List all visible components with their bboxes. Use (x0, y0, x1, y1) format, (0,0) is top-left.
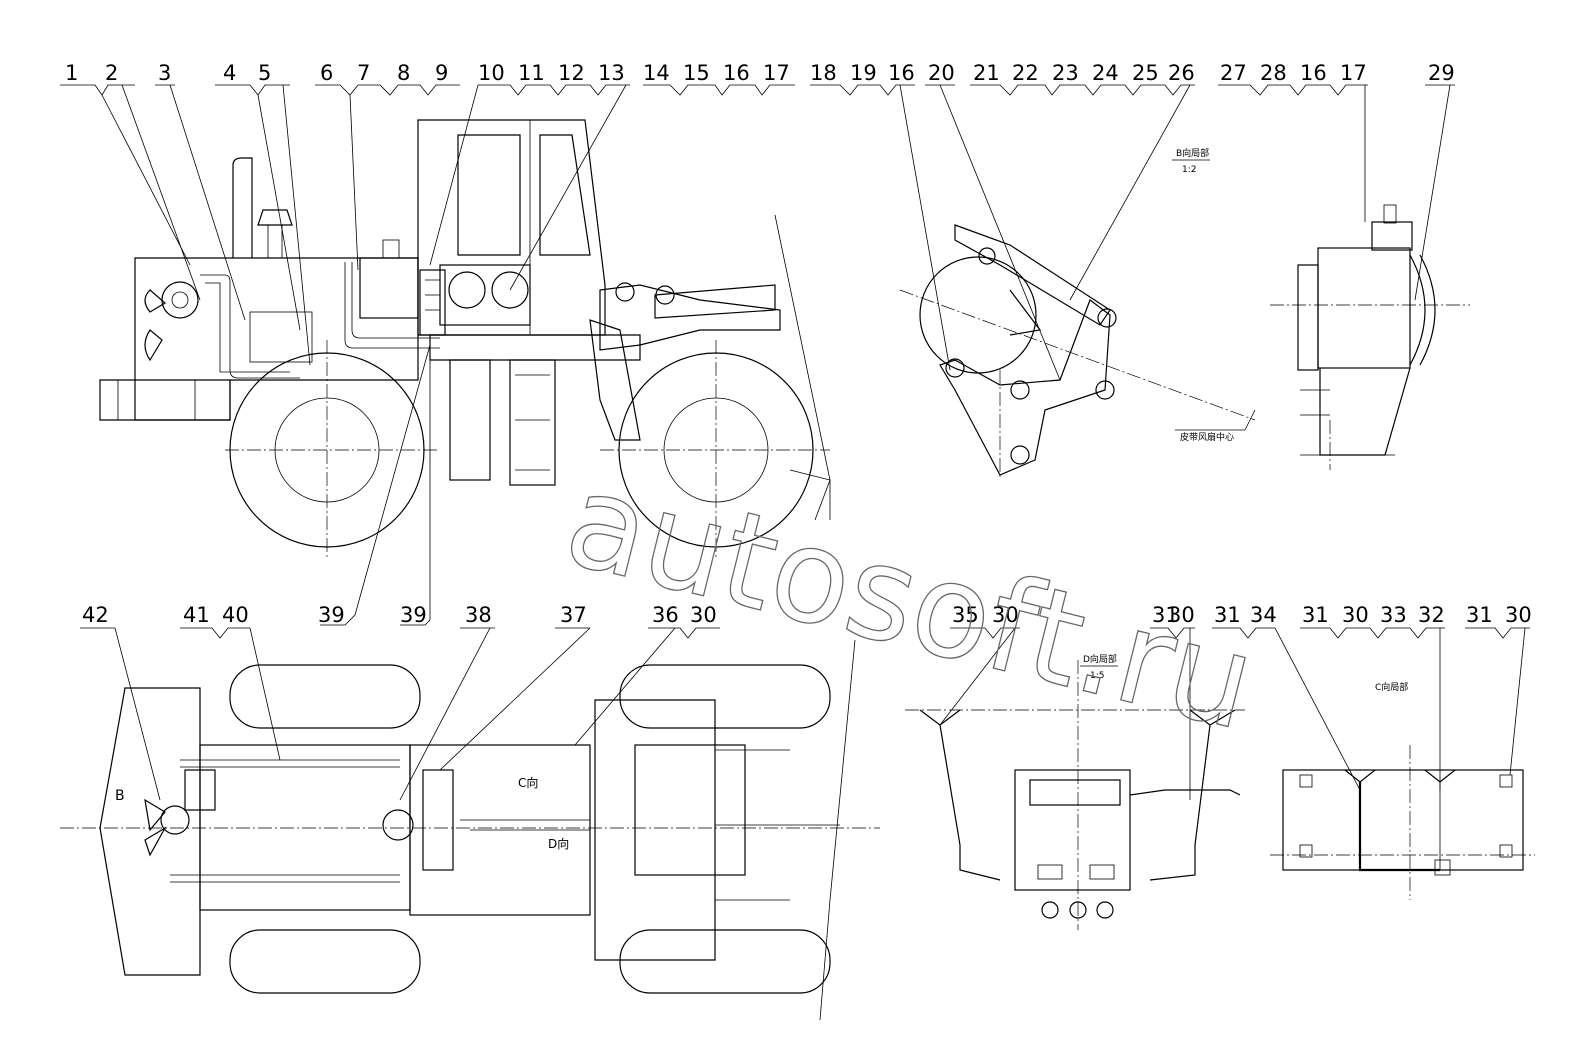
c-view-detail (1270, 745, 1535, 900)
c-view-label: C向局部 (1375, 681, 1408, 693)
callout-34: 34 (1250, 603, 1277, 627)
callout-15: 15 (683, 61, 710, 85)
callout-1: 1 (65, 61, 78, 85)
callout-19: 19 (850, 61, 877, 85)
callout-28: 28 (1260, 61, 1287, 85)
callout-24: 24 (1092, 61, 1119, 85)
b-view-label: B向局部 (1176, 147, 1209, 159)
b-direction-mark: B (115, 788, 125, 804)
b-view-scale: 1:2 (1182, 165, 1196, 175)
alternator-detail (1270, 204, 1470, 470)
callout-31-a: 31 (1152, 603, 1179, 627)
callout-22: 22 (1012, 61, 1039, 85)
callout-26: 26 (1168, 61, 1195, 85)
callout-31-c: 31 (1302, 603, 1329, 627)
callout-39-b: 39 (400, 603, 427, 627)
callout-3: 3 (158, 61, 171, 85)
callout-10: 10 (478, 61, 505, 85)
callout-30-a: 30 (690, 603, 717, 627)
callout-17-b: 17 (1340, 61, 1367, 85)
callout-36: 36 (652, 603, 679, 627)
callout-30-e: 30 (1505, 603, 1532, 627)
callout-40: 40 (222, 603, 249, 627)
callout-numbers: 1 2 3 4 5 6 7 8 9 10 11 12 13 14 15 16 1… (65, 61, 1532, 627)
callout-2: 2 (105, 61, 118, 85)
top-view (60, 639, 880, 1021)
d-view-label: D向局部 (1083, 653, 1117, 665)
callout-5: 5 (258, 61, 271, 85)
d-view-scale: 1:5 (1090, 671, 1104, 681)
callout-37: 37 (560, 603, 587, 627)
callout-13: 13 (598, 61, 625, 85)
callout-30-b: 30 (992, 603, 1019, 627)
callout-8: 8 (397, 61, 410, 85)
c-direction-arrow: C向 (518, 775, 538, 790)
callout-11: 11 (518, 61, 545, 85)
callout-35: 35 (952, 603, 979, 627)
callout-32: 32 (1418, 603, 1445, 627)
callout-16-c: 16 (1300, 61, 1327, 85)
callout-18: 18 (810, 61, 837, 85)
callout-9: 9 (435, 61, 448, 85)
callout-27: 27 (1220, 61, 1247, 85)
callout-42: 42 (82, 603, 109, 627)
watermark: autosoft.ru (553, 443, 1269, 760)
callout-31-d: 31 (1466, 603, 1493, 627)
callout-12: 12 (558, 61, 585, 85)
callout-16-b: 16 (888, 61, 915, 85)
callout-31-b: 31 (1214, 603, 1241, 627)
d-view-detail (905, 660, 1245, 930)
callout-23: 23 (1052, 61, 1079, 85)
callout-29: 29 (1428, 61, 1455, 85)
callout-14: 14 (643, 61, 670, 85)
callout-39-a: 39 (318, 603, 345, 627)
callout-6: 6 (320, 61, 333, 85)
callout-33: 33 (1380, 603, 1407, 627)
view-labels: B向局部 1:2 皮带风扇中心 D向局部 1:5 C向局部 C向 D向 B (115, 147, 1408, 851)
d-direction-arrow: D向 (548, 836, 569, 851)
callout-leaders (60, 84, 1530, 801)
callout-41: 41 (183, 603, 210, 627)
callout-17: 17 (763, 61, 790, 85)
callout-16: 16 (723, 61, 750, 85)
callout-25: 25 (1132, 61, 1159, 85)
callout-30-c: 30 (1168, 603, 1195, 627)
belt-fan-center-note: 皮带风扇中心 (1180, 431, 1234, 443)
callout-21: 21 (973, 61, 1000, 85)
callout-30-d: 30 (1342, 603, 1369, 627)
callout-38: 38 (465, 603, 492, 627)
callout-7: 7 (357, 61, 370, 85)
callout-20: 20 (928, 61, 955, 85)
callout-4: 4 (223, 61, 236, 85)
